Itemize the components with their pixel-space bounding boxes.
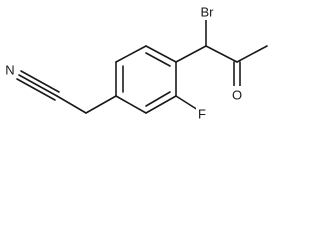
atom-label-nitrogen: N <box>4 62 16 78</box>
benzene-ring <box>115 45 177 114</box>
bromine-label: Br <box>201 5 215 20</box>
bond-nitrile-triple-2 <box>20 70 60 93</box>
bond-ring-to-chbr <box>175 45 207 63</box>
molecule-structure-diagram: Br O F N <box>4 4 268 122</box>
ring-bond-c1-c2 <box>145 45 177 63</box>
bond-nitrile-triple-1 <box>18 74 58 97</box>
atom-label-oxygen: O <box>231 86 243 103</box>
nitrogen-label: N <box>5 63 14 78</box>
bond-ch2-to-nitrile-c <box>56 95 87 114</box>
cyanomethyl-group <box>16 70 117 114</box>
ring-bond-c3-c4 <box>145 95 177 114</box>
structure-canvas: Br O F N <box>4 4 268 122</box>
fluorine-label: F <box>198 107 206 122</box>
atom-label-bromine: Br <box>197 4 217 20</box>
bromo-acetonyl-group <box>175 19 268 89</box>
bond-c-f <box>175 95 199 111</box>
bond-ring-to-ch2 <box>85 95 117 114</box>
ring-double-bond-inner-bottom <box>145 91 171 107</box>
bond-chbr-to-carbonyl <box>205 45 238 63</box>
ring-bond-c6-c1 <box>115 45 147 63</box>
bond-carbonyl-to-methyl <box>236 45 268 63</box>
ring-double-bond-inner-top <box>145 52 171 67</box>
bond-nitrile-triple-3 <box>16 78 56 101</box>
atom-label-fluorine: F <box>196 106 208 122</box>
ring-bond-c4-c5 <box>115 95 147 114</box>
oxygen-label: O <box>232 88 242 103</box>
